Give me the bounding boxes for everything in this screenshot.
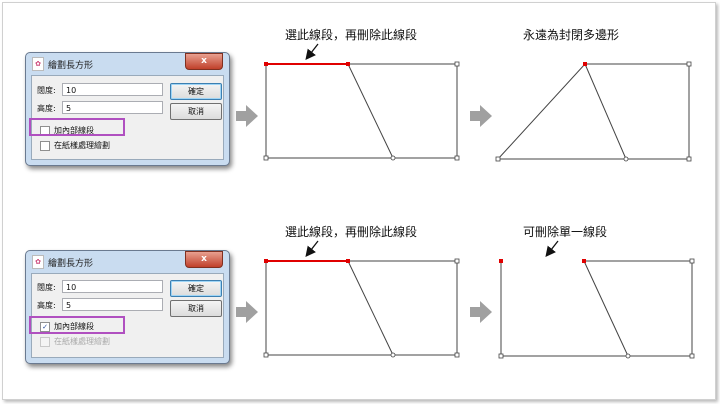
step-arrow-icon xyxy=(236,301,258,323)
inner-lines-label: 加內部線段 xyxy=(54,126,94,135)
pointer-arrow-icon xyxy=(305,43,319,61)
inner-lines-checkbox[interactable]: ✓ xyxy=(40,322,50,332)
cancel-button[interactable]: 取消 xyxy=(170,103,222,120)
title-bar: ✿ 繪劃長方形 x xyxy=(26,53,229,75)
ok-button[interactable]: 確定 xyxy=(170,83,222,100)
width-label: 闊度: xyxy=(37,86,56,95)
cancel-button[interactable]: 取消 xyxy=(170,300,222,317)
width-label: 闊度: xyxy=(37,283,56,292)
closed-polygon xyxy=(496,63,690,160)
paper-checkbox[interactable] xyxy=(40,337,50,347)
height-label: 高度: xyxy=(37,104,56,113)
pointer-arrow-icon xyxy=(305,240,319,258)
close-button[interactable]: x xyxy=(185,251,223,268)
step-arrow-icon xyxy=(236,105,258,127)
caption-top-result: 永遠為封閉多邊形 xyxy=(523,28,620,42)
draw-rectangle-dialog: ✿ 繪劃長方形 x 闊度: 10 高度: 5 確定 取消 ✓ 加內部線段 在紙樣… xyxy=(25,250,230,364)
paper-checkbox[interactable] xyxy=(40,141,50,151)
ok-button[interactable]: 確定 xyxy=(170,280,222,297)
height-label: 高度: xyxy=(37,301,56,310)
app-icon: ✿ xyxy=(32,255,44,269)
highlight-box xyxy=(29,118,125,136)
rectangle-shape xyxy=(265,63,458,159)
dialog-title: 繪劃長方形 xyxy=(48,61,94,71)
width-input[interactable]: 10 xyxy=(62,83,163,96)
caption-top-select: 選此線段，再刪除此線段 xyxy=(285,28,418,42)
height-input[interactable]: 5 xyxy=(62,101,163,114)
draw-rectangle-dialog: ✿ 繪劃長方形 x 闊度: 10 高度: 5 確定 取消 加內部線段 在紙樣處理… xyxy=(25,52,230,166)
rectangle-shape xyxy=(265,260,458,356)
inner-lines-label: 加內部線段 xyxy=(54,322,94,331)
pointer-arrow-icon xyxy=(545,240,559,258)
step-arrow-icon xyxy=(470,301,492,323)
open-shape xyxy=(500,260,693,357)
title-bar: ✿ 繪劃長方形 x xyxy=(26,251,229,273)
caption-bottom-result: 可刪除單一線段 xyxy=(523,225,608,239)
app-icon: ✿ xyxy=(32,57,44,71)
height-input[interactable]: 5 xyxy=(62,298,163,311)
paper-label: 在紙樣處理繪劃 xyxy=(54,141,110,150)
dialog-title: 繪劃長方形 xyxy=(48,259,94,269)
width-input[interactable]: 10 xyxy=(62,280,163,293)
close-button[interactable]: x xyxy=(185,53,223,70)
step-arrow-icon xyxy=(470,105,492,127)
caption-bottom-select: 選此線段，再刪除此線段 xyxy=(285,225,418,239)
highlight-box xyxy=(29,316,125,334)
paper-label: 在紙樣處理繪劃 xyxy=(54,337,110,346)
figure-frame xyxy=(2,2,716,400)
